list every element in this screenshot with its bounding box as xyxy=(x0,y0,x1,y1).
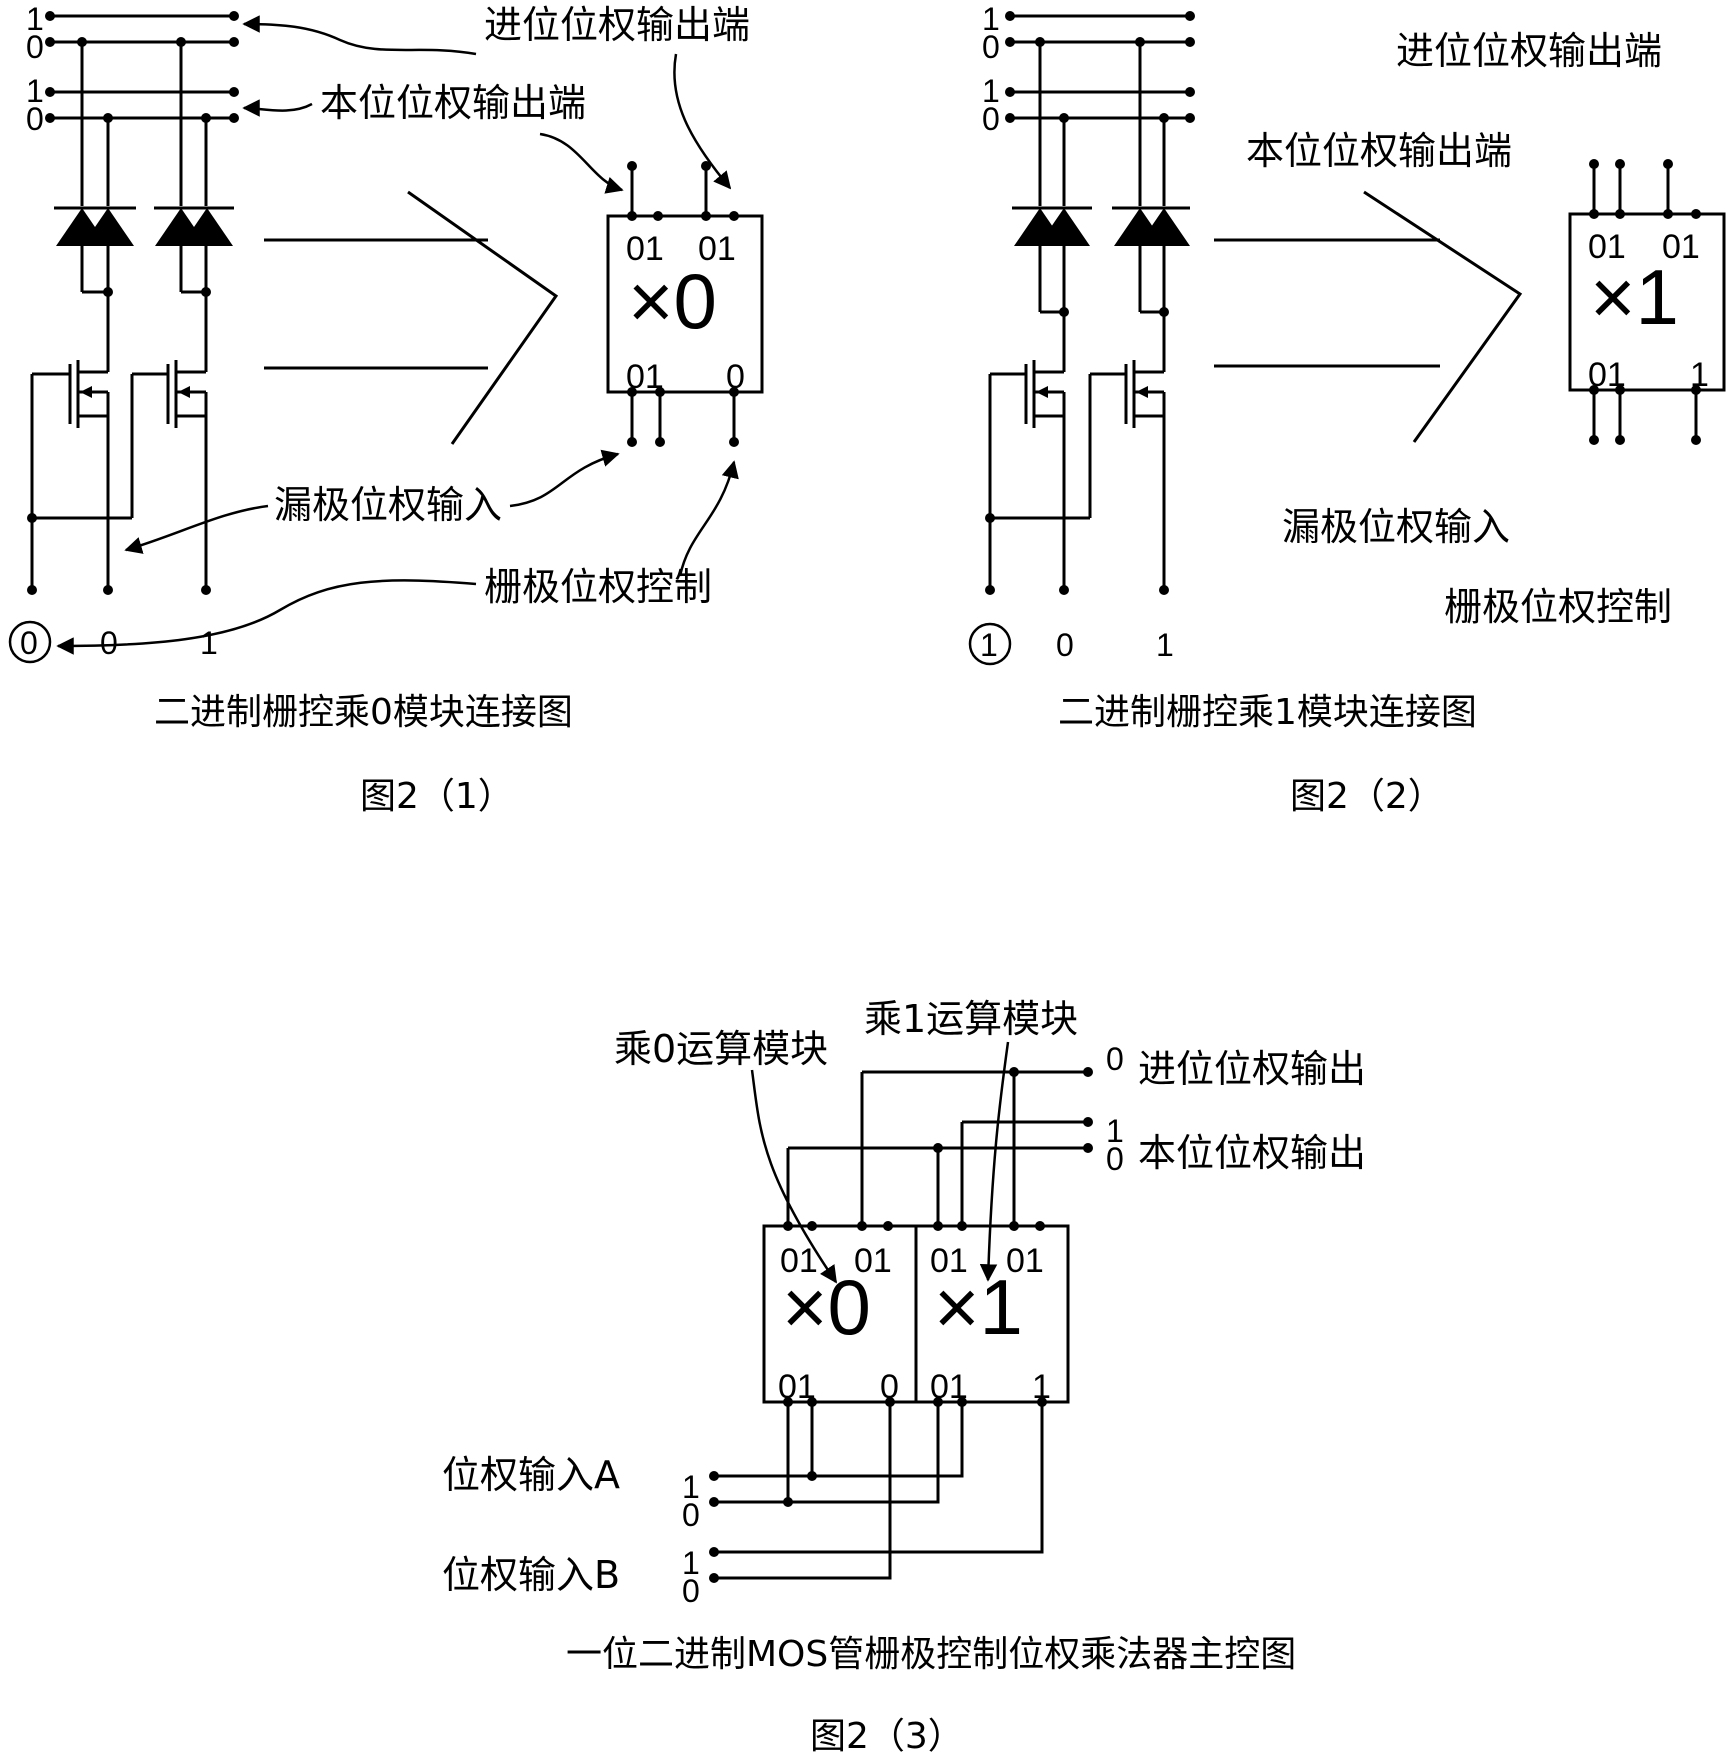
fig3-mod0-symbol: ×0 xyxy=(782,1263,871,1351)
fig1-mosfet-1 xyxy=(30,292,110,590)
fig3-leader-mul0 xyxy=(750,1069,838,1284)
fig2-label-drain-in: 漏极位权输入 xyxy=(1282,505,1510,549)
fig1-circuit: 1 0 1 0 xyxy=(8,1,764,817)
fig1-leader-gate-right xyxy=(678,460,739,577)
fig1-caption: 二进制栅控乘0模块连接图 xyxy=(154,692,573,733)
fig1-gate-value: 0 xyxy=(20,625,38,661)
fig1-module-symbol: ×0 xyxy=(628,257,717,345)
fig1-label-drain-in: 漏极位权输入 xyxy=(274,483,502,527)
fig1-rail-top-1: 1 xyxy=(26,1,44,37)
fig2-caption: 二进制栅控乘1模块连接图 xyxy=(1058,692,1477,733)
fig1-leader-bit-left xyxy=(242,99,313,117)
fig2-rail-top-1: 1 xyxy=(982,1,1000,37)
fig3-module-mul1 xyxy=(914,1224,1070,1404)
fig2-mosfet-2 xyxy=(990,312,1166,590)
fig3-label-input-a: 位权输入A xyxy=(442,1453,620,1497)
fig3-label-mul1: 乘1运算模块 xyxy=(864,997,1078,1041)
fig2-mosfet-1 xyxy=(988,312,1066,590)
fig2-pins-bottom-right: 1 xyxy=(1690,356,1709,394)
fig3-figure-no: 图2（3） xyxy=(810,1716,964,1757)
fig3-mod0-pins-top-left: 01 xyxy=(780,1242,818,1280)
fig1-pins-bottom-right: 0 xyxy=(726,358,745,396)
fig1-rail-dots xyxy=(45,11,239,123)
fig2-pins-top-left: 01 xyxy=(1588,228,1626,266)
fig2-rail-bottom-1: 1 xyxy=(982,73,1000,109)
fig3-input-b-1: 1 xyxy=(682,1545,700,1581)
fig1-diode-pair-2 xyxy=(154,206,234,294)
fig2-label-carry-out: 进位位权输出端 xyxy=(1396,29,1662,73)
fig2-input-1: 1 xyxy=(1156,627,1174,663)
fig3-bit-value-0: 0 xyxy=(1106,1141,1124,1177)
fig2-module-box xyxy=(1568,212,1726,392)
fig2-pins-bottom-left: 01 xyxy=(1588,356,1626,394)
fig2-diode-pair-1 xyxy=(1012,206,1092,314)
fig3-input-a-0: 0 xyxy=(682,1497,700,1533)
fig3-carry-value: 0 xyxy=(1106,1041,1124,1077)
fig1-leader-drain-right xyxy=(509,449,620,508)
fig3-input-b-0: 0 xyxy=(682,1573,700,1609)
fig2-figure-no: 图2（2） xyxy=(1290,776,1444,817)
fig3-label-carry-out: 进位位权输出 xyxy=(1138,1047,1366,1091)
fig1-rail-bottom-0: 0 xyxy=(26,101,44,137)
fig1-pins-bottom-left: 01 xyxy=(626,358,664,396)
fig2-gate-circle xyxy=(968,622,1012,666)
fig1-diode-pair-1 xyxy=(54,206,136,294)
fig1-pins-top-right: 01 xyxy=(698,230,736,268)
fig3-input-a-1: 1 xyxy=(682,1469,700,1505)
fig1-leader-gate-left xyxy=(56,579,477,655)
fig1-label-carry-out: 进位位权输出端 xyxy=(484,3,750,47)
fig3-mod1-pins-top-left: 01 xyxy=(930,1242,968,1280)
fig2-rail-top-0: 0 xyxy=(982,29,1000,65)
fig1-leader-carry-right xyxy=(673,53,732,190)
fig2-label-bit-out: 本位位权输出端 xyxy=(1246,129,1512,173)
fig2-label-gate-ctrl: 栅极位权控制 xyxy=(1444,585,1672,629)
fig1-module-box xyxy=(606,214,764,394)
fig1-label-bit-out: 本位位权输出端 xyxy=(320,81,586,125)
fig3-mod0-pins-bottom-right: 0 xyxy=(880,1368,899,1406)
fig2-circuit: 1 0 1 0 xyxy=(968,1,1726,817)
fig3-leader-mul1 xyxy=(979,1041,1010,1282)
fig1-figure-no: 图2（1） xyxy=(360,776,514,817)
fig1-rail-top-0: 0 xyxy=(26,29,44,65)
fig1-leader-carry-left xyxy=(242,15,477,56)
fig2-rail-bottom-0: 0 xyxy=(982,101,1000,137)
fig3-mod1-pins-bottom-right: 1 xyxy=(1032,1368,1051,1406)
fig2-module-symbol: ×1 xyxy=(1590,253,1679,341)
fig1-mosfet-2 xyxy=(32,292,208,590)
fig1-leader-bit-right xyxy=(539,132,624,194)
fig1-big-arrow-head xyxy=(407,190,559,445)
fig3-caption: 一位二进制MOS管栅极控制位权乘法器主控图 xyxy=(566,1634,1296,1675)
fig3-label-bit-out: 本位位权输出 xyxy=(1138,1131,1366,1175)
fig3-circuit: 乘0运算模块 乘1运算模块 0 1 0 进位位权输出 本位位权输出 01 xyxy=(442,997,1366,1757)
fig1-label-gate-ctrl: 栅极位权控制 xyxy=(484,565,712,609)
fig3-label-mul0: 乘0运算模块 xyxy=(614,1027,828,1071)
fig1-input-0: 0 xyxy=(100,625,118,661)
fig2-gate-value: 1 xyxy=(980,627,998,663)
fig2-big-arrow-head xyxy=(1363,190,1523,443)
fig1-leader-drain-left xyxy=(124,504,269,554)
fig1-gate-circle xyxy=(8,620,52,664)
fig2-diode-pair-2 xyxy=(1112,206,1190,314)
fig1-rail-bottom-1: 1 xyxy=(26,73,44,109)
fig1-input-1: 1 xyxy=(200,625,218,661)
fig2-input-0: 0 xyxy=(1056,627,1074,663)
fig1-pins-top-left: 01 xyxy=(626,230,664,268)
fig2-pins-top-right: 01 xyxy=(1662,228,1700,266)
fig3-label-input-b: 位权输入B xyxy=(442,1553,620,1597)
fig3-bit-value-1: 1 xyxy=(1106,1113,1124,1149)
fig3-mod1-pins-top-right: 01 xyxy=(1006,1242,1044,1280)
fig3-mod0-pins-top-right: 01 xyxy=(854,1242,892,1280)
fig3-mod1-symbol: ×1 xyxy=(934,1263,1023,1351)
